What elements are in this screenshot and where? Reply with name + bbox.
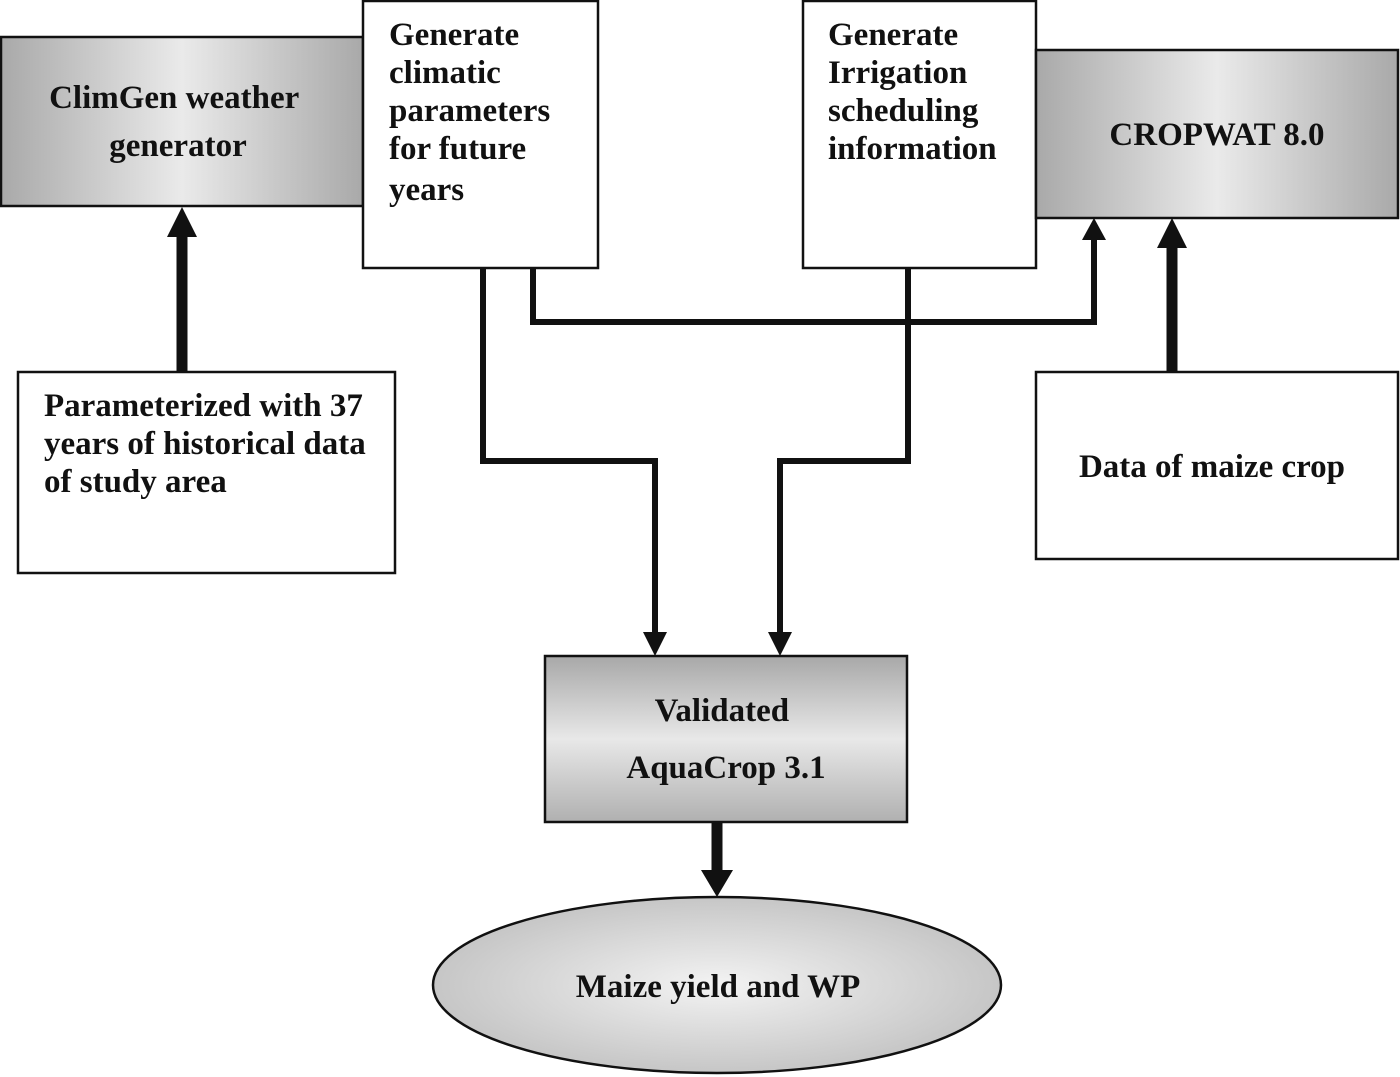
svg-text:CROPWAT 8.0: CROPWAT 8.0 — [1109, 117, 1324, 153]
aquacrop-line-1: Validated — [655, 693, 789, 729]
svg-text:ClimGen weather generato: ClimGen weather generator — [49, 80, 307, 164]
arrowhead-aquacrop-left-icon — [643, 632, 667, 656]
node-generate-irrigation: Generate Irrigation scheduling informati… — [801, 0, 1038, 270]
historical-line-1: Parameterized with 37 — [44, 388, 363, 424]
svg-text:Generate climatic: Generate climatic parameters for future … — [389, 17, 559, 208]
node-historical-data: Parameterized with 37 years of historica… — [16, 370, 397, 575]
svg-text:Data of maize crop: Data of maize crop — [1079, 449, 1345, 485]
gen-climatic-line-3: parameters — [389, 93, 550, 129]
arrow-climatic-to-aquacrop — [480, 268, 658, 632]
arrowhead-yield-icon — [701, 870, 733, 897]
node-aquacrop: Validated AquaCrop 3.1 — [543, 654, 909, 824]
node-generate-climatic: Generate climatic parameters for future … — [361, 0, 600, 270]
gen-irrigation-line-3: scheduling — [828, 93, 979, 129]
cropwat-label: CROPWAT 8.0 — [1109, 117, 1324, 153]
aquacrop-line-2: AquaCrop 3.1 — [626, 750, 825, 786]
arrowhead-cropwat-left-icon — [1082, 218, 1106, 240]
arrowhead-climgen-icon — [167, 207, 197, 237]
maize-data-label: Data of maize crop — [1079, 449, 1345, 485]
node-cropwat: CROPWAT 8.0 — [1034, 48, 1400, 220]
connectors — [167, 207, 1187, 897]
yield-label: Maize yield and WP — [576, 969, 860, 1005]
gen-irrigation-line-4: information — [828, 131, 997, 167]
arrow-irrigation-to-aquacrop — [777, 268, 911, 632]
arrowhead-aquacrop-right-icon — [768, 632, 792, 656]
node-climgen: ClimGen weather generator — [0, 35, 365, 208]
arrowhead-cropwat-right-icon — [1157, 218, 1187, 248]
gen-climatic-line-2: climatic — [389, 55, 501, 91]
svg-text:Maize yield and WP: Maize yield and WP — [576, 969, 860, 1005]
climgen-line-2: generator — [109, 128, 246, 164]
gen-irrigation-line-2: Irrigation — [828, 55, 967, 91]
svg-text:Parameterized with 37 ye: Parameterized with 37 years of historica… — [44, 388, 374, 500]
gen-climatic-line-4: for future — [389, 131, 526, 167]
historical-line-3: of study area — [44, 464, 227, 500]
climgen-line-1: ClimGen weather — [49, 80, 299, 116]
svg-text:Validated AquaCrop 3.1: Validated AquaCrop 3.1 — [626, 693, 825, 786]
gen-irrigation-line-1: Generate — [828, 17, 958, 53]
arrow-climatic-to-cropwat — [530, 238, 1097, 325]
gen-climatic-line-5: years — [389, 172, 464, 208]
gen-climatic-line-1: Generate — [389, 17, 519, 53]
svg-text:Generate Irrigation: Generate Irrigation scheduling informati… — [828, 17, 997, 167]
node-maize-yield: Maize yield and WP — [431, 895, 1003, 1075]
historical-line-2: years of historical data — [44, 426, 366, 462]
node-maize-data: Data of maize crop — [1034, 370, 1400, 561]
